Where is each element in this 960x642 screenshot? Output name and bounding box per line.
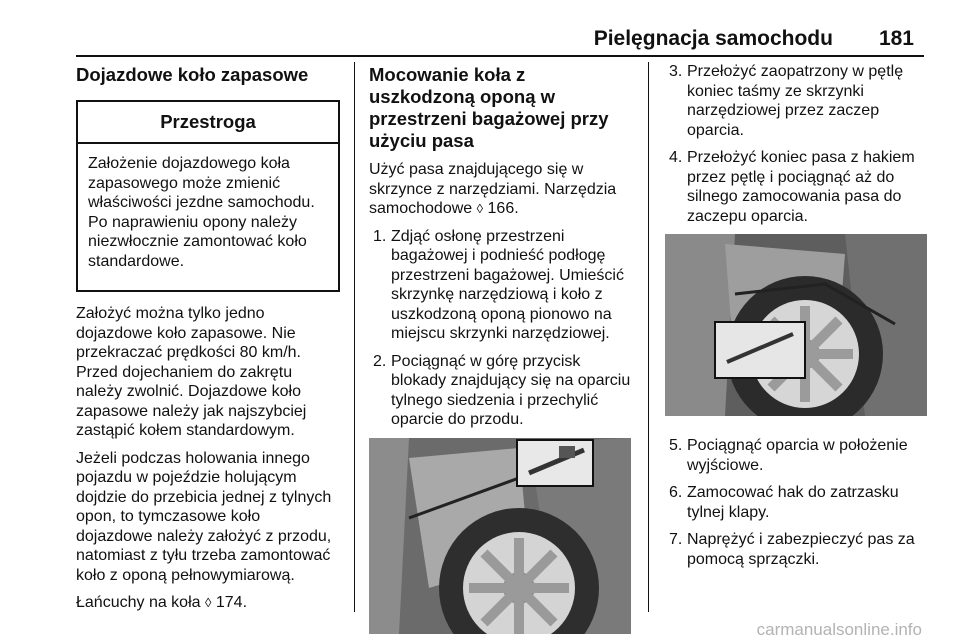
caution-heading: Przestroga: [78, 102, 338, 144]
steps-list: 1.Zdjąć osłonę przestrzeni bagażowej i p…: [369, 227, 635, 430]
intro-paragraph: Użyć pasa znajdującego się w skrzynce z …: [369, 161, 617, 217]
section-title: Dojazdowe koło zapasowe: [76, 64, 309, 85]
steps-list: 5.Pociągnąć oparcia w położenie wyjściow…: [665, 436, 927, 569]
paragraph: Jeżeli podczas holowania innego pojazdu …: [76, 449, 332, 584]
list-item: 1.Zdjąć osłonę przestrzeni bagażowej i p…: [373, 227, 624, 343]
caution-text: Założenie dojazdowego koła zapasowego mo…: [88, 155, 315, 270]
column-right: 3.Przełożyć zaopatrzony w pętlę koniec t…: [665, 62, 927, 577]
page-ref-link[interactable]: 174.: [215, 594, 248, 611]
trunk-strap-illustration-image: [665, 234, 927, 416]
illustration-seat-release: [369, 437, 631, 634]
caution-box: Przestroga Założenie dojazdowego koła za…: [76, 100, 340, 292]
section-title: Mocowanie koła z uszkodzoną oponą w prze…: [369, 64, 609, 151]
illustration-strap: [665, 234, 927, 416]
header-rule: [76, 55, 924, 57]
paragraph-chains: Łańcuchy na koła ◊ 174.: [76, 594, 248, 611]
page-ref-icon: ◊: [476, 201, 484, 216]
list-item: 3.Przełożyć zaopatrzony w pętlę koniec t…: [669, 63, 904, 139]
list-item: 2.Pociągnąć w górę przycisk blokady znaj…: [373, 352, 631, 429]
list-item: 4.Przełożyć koniec pasa z hakiem przez p…: [669, 149, 915, 225]
list-item: 5.Pociągnąć oparcia w położenie wyjściow…: [669, 437, 908, 474]
paragraph: Założyć można tylko jedno dojazdowe koło…: [76, 305, 307, 439]
page-header: Pielęgnacja samochodu 181: [594, 27, 914, 51]
column-divider: [354, 62, 355, 612]
trunk-illustration-image: [369, 437, 631, 634]
column-divider: [648, 62, 649, 612]
column-middle: Mocowanie koła z uszkodzoną oponą w prze…: [369, 62, 635, 634]
watermark: carmanualsonline.info: [756, 620, 922, 639]
page-ref-link[interactable]: 166.: [487, 200, 519, 217]
header-title: Pielęgnacja samochodu: [593, 27, 833, 50]
page-ref-icon: ◊: [204, 595, 212, 610]
list-item: 6.Zamocować hak do zatrzasku tylnej klap…: [669, 484, 899, 521]
column-left: Dojazdowe koło zapasowe Przestroga Założ…: [76, 62, 340, 621]
list-item: 7.Naprężyć i zabezpieczyć pas za pomocą …: [669, 531, 915, 568]
page-number: 181: [878, 27, 914, 50]
steps-list: 3.Przełożyć zaopatrzony w pętlę koniec t…: [665, 62, 927, 226]
